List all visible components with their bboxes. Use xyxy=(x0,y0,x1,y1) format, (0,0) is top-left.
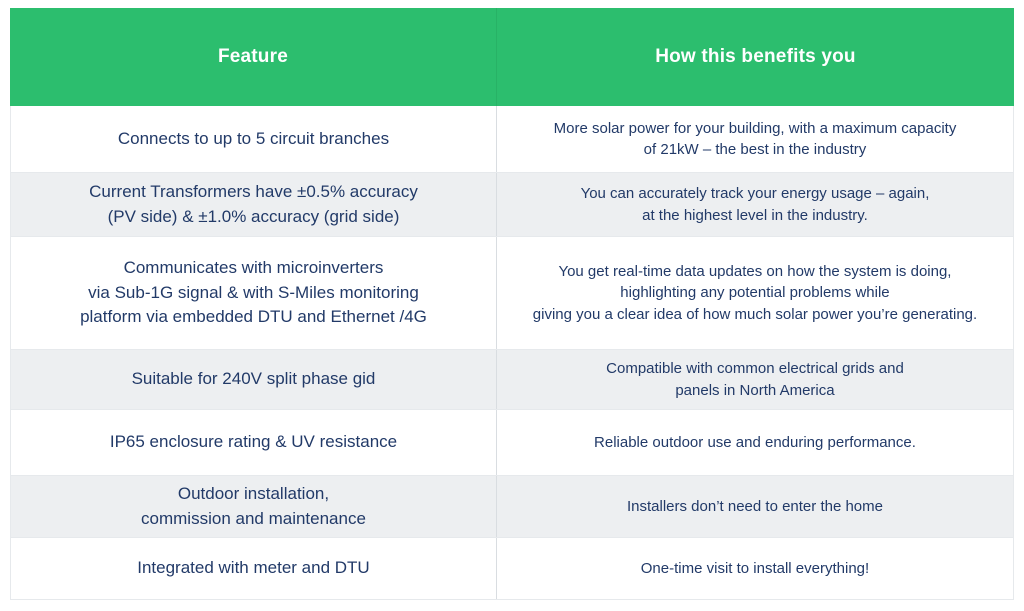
table-row: Connects to up to 5 circuit branches Mor… xyxy=(11,106,1013,172)
table-row: IP65 enclosure rating & UV resistance Re… xyxy=(11,409,1013,475)
table-row: Communicates with microinverters via Sub… xyxy=(11,236,1013,349)
benefit-cell: Reliable outdoor use and enduring perfor… xyxy=(594,433,916,451)
table-header-row: Feature How this benefits you xyxy=(10,8,1014,106)
table-row: Suitable for 240V split phase gid Compat… xyxy=(11,349,1013,409)
table-row: Current Transformers have ±0.5% accuracy… xyxy=(11,172,1013,236)
column-header-feature: Feature xyxy=(10,8,497,106)
benefit-cell: Compatible with common electrical grids … xyxy=(606,360,904,399)
benefit-cell: You get real-time data updates on how th… xyxy=(532,263,978,323)
feature-benefits-table: Feature How this benefits you Connects t… xyxy=(10,8,1014,600)
feature-cell: Current Transformers have ±0.5% accuracy… xyxy=(11,173,497,236)
benefit-cell: One-time visit to install everything! xyxy=(640,559,870,577)
feature-cell: Connects to up to 5 circuit branches xyxy=(11,106,497,172)
feature-cell: IP65 enclosure rating & UV resistance xyxy=(11,410,497,475)
feature-cell: Integrated with meter and DTU xyxy=(11,538,497,599)
feature-cell: Communicates with microinverters via Sub… xyxy=(11,237,497,349)
column-header-benefits: How this benefits you xyxy=(655,46,856,67)
benefit-cell: More solar power for your building, with… xyxy=(553,119,957,158)
table-body: Connects to up to 5 circuit branches Mor… xyxy=(10,106,1014,600)
feature-cell: Outdoor installation, commission and mai… xyxy=(11,476,497,537)
table-row: Integrated with meter and DTU One-time v… xyxy=(11,537,1013,599)
table-row: Outdoor installation, commission and mai… xyxy=(11,475,1013,537)
benefit-cell: You can accurately track your energy usa… xyxy=(580,185,930,224)
feature-cell: Suitable for 240V split phase gid xyxy=(11,350,497,409)
benefit-cell: Installers don’t need to enter the home xyxy=(626,497,883,515)
